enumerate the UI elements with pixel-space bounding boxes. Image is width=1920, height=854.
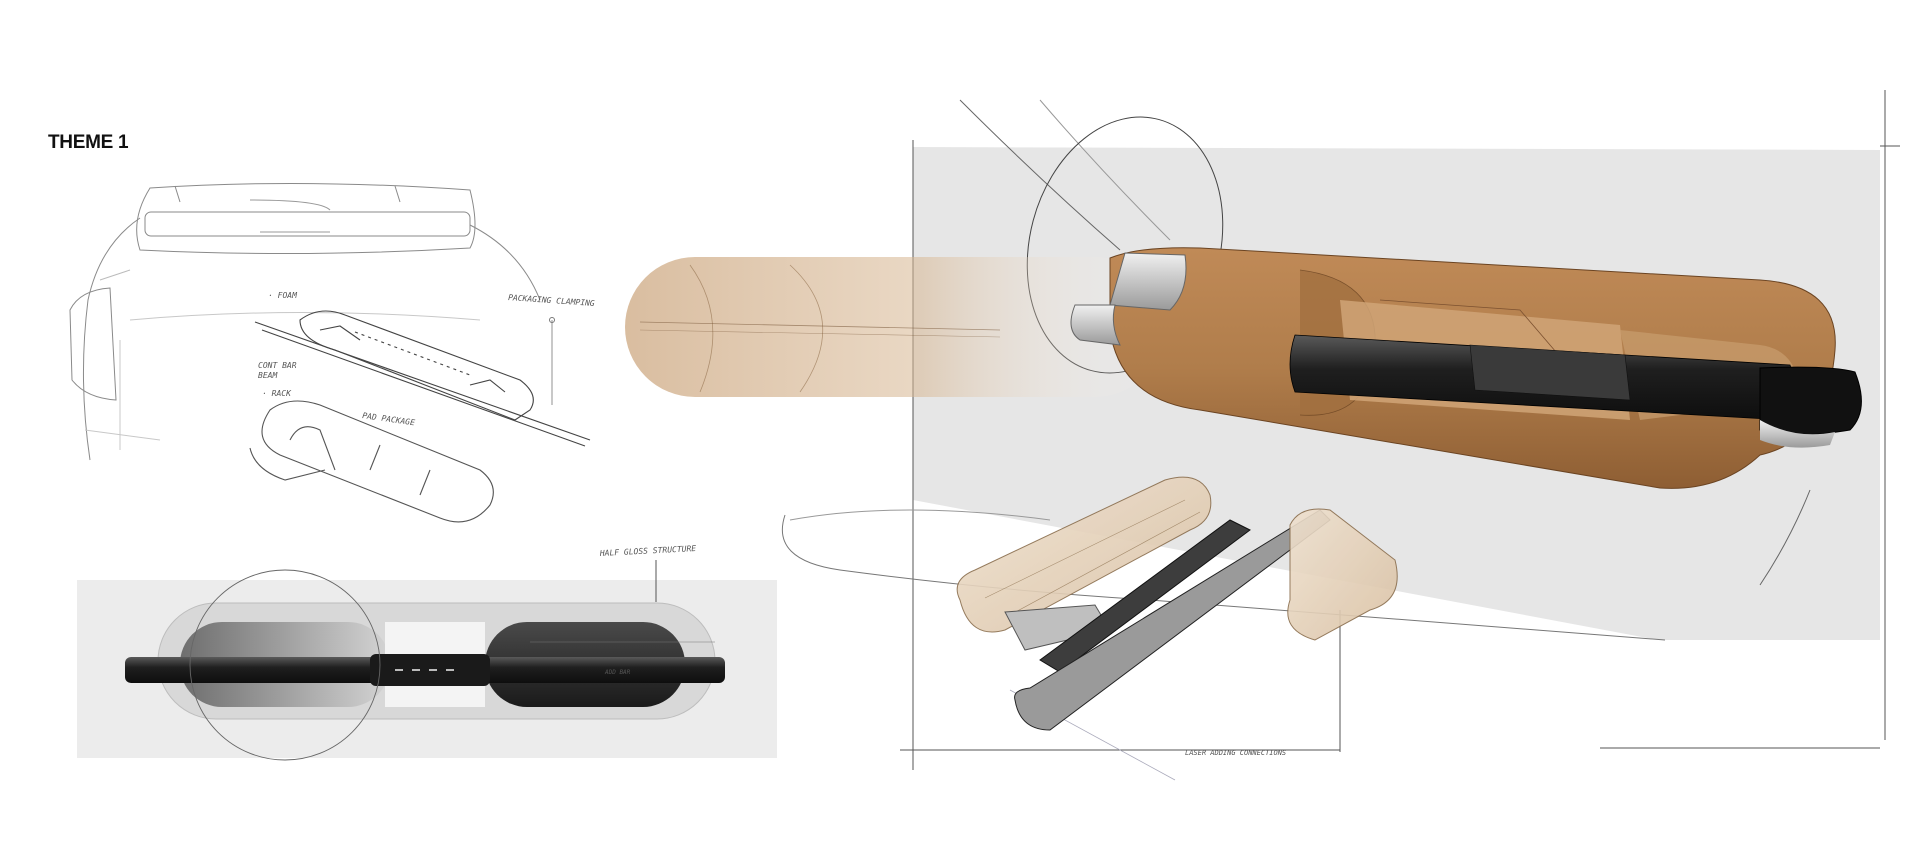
exploded-components (956, 476, 1398, 731)
annotation-rack: · RACK (262, 389, 292, 398)
bag-rack-sketch (254, 310, 591, 447)
page-title: THEME 1 (48, 132, 129, 153)
vehicle-roof-sketch (69, 182, 541, 461)
leader-dot (549, 317, 555, 323)
annotation-half-gloss-structure: HALF GLOSS STRUCTURE (599, 544, 697, 558)
half-gloss-bag-render (125, 569, 725, 761)
annotation-cont-bar: CONT BAR (258, 361, 297, 370)
annotation-packaging-clamping: PACKAGING CLAMPING (508, 293, 595, 308)
annotation-led-bar: ADD BAR (604, 669, 631, 676)
construction-lines (781, 90, 1900, 781)
annotation-beam: BEAM (258, 371, 278, 380)
annotation-bottom-note: LASER ADDING CONNECTIONS (1185, 749, 1286, 757)
cross-bar-render (1289, 334, 1862, 448)
end-clamp-render (1070, 252, 1187, 346)
translucent-shell (625, 257, 1165, 397)
pad-package-sketch (249, 400, 494, 523)
led-dots (395, 669, 454, 671)
annotation-foam: · FOAM (268, 291, 298, 300)
